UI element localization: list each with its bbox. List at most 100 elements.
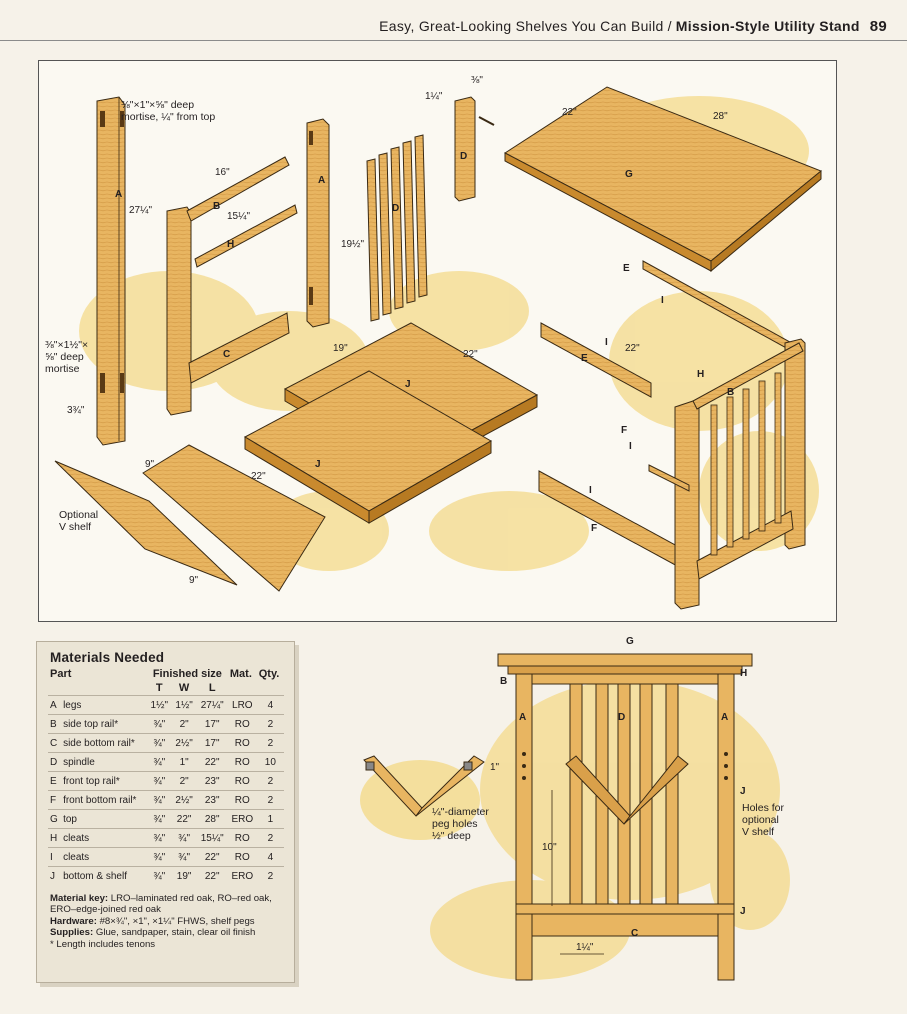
cell-l: 23"	[196, 790, 228, 810]
cell-name: cleats	[61, 828, 147, 848]
dim-9-b: 9"	[189, 575, 199, 586]
dim-22-j: 22"	[463, 349, 478, 360]
front-view-illustration: G B H A D A J J C 1" 10" 1¼" ¼"-diameter…	[330, 630, 800, 1000]
front-label-b: B	[500, 676, 508, 687]
front-label-a-left: A	[519, 712, 527, 723]
cell-l: 22"	[196, 752, 228, 772]
spindle-d-detail	[454, 96, 495, 202]
supplies-label: Supplies:	[50, 927, 94, 939]
side-frame	[166, 156, 298, 416]
cell-qty: 2	[256, 771, 284, 791]
cell-l: 15¼"	[196, 828, 228, 848]
label-e-lower: E	[581, 353, 588, 364]
dim-ten-inch: 10"	[542, 842, 557, 853]
cell-letter: D	[48, 752, 62, 772]
cell-t: ¾"	[146, 847, 172, 867]
v-shelf-section	[350, 750, 490, 860]
cell-l: 28"	[196, 809, 228, 829]
supplies-text: Glue, sandpaper, stain, clear oil finish	[95, 927, 256, 939]
cell-qty: 4	[256, 695, 284, 715]
dim-9-a: 9"	[145, 459, 155, 470]
label-h-right: H	[697, 369, 705, 380]
cell-w: 1"	[171, 752, 197, 772]
cell-w: 2½"	[171, 790, 197, 810]
material-key-text: LRO–laminated red oak, RO–red oak, ERO–e…	[50, 893, 272, 916]
cell-t: ¾"	[146, 752, 172, 772]
cell-name: spindle	[61, 752, 147, 772]
header-separator: /	[667, 18, 672, 34]
spindles-d	[366, 134, 428, 322]
col-qty: Qty.	[258, 668, 280, 680]
hardware-label: Hardware:	[50, 915, 97, 927]
cell-letter: I	[48, 847, 62, 867]
cell-t: ¾"	[146, 790, 172, 810]
running-header: Easy, Great-Looking Shelves You Can Buil…	[379, 18, 887, 35]
cell-name: bottom & shelf	[61, 866, 147, 885]
label-j-lower: J	[315, 459, 321, 470]
cell-name: front bottom rail*	[61, 790, 147, 810]
v-shelf-drawing	[360, 755, 485, 840]
cell-w: 2"	[171, 771, 197, 791]
cell-l: 22"	[196, 847, 228, 867]
cell-qty: 2	[256, 828, 284, 848]
label-d-detail: D	[460, 151, 468, 162]
label-a-left: A	[115, 189, 123, 200]
cell-l: 23"	[196, 771, 228, 791]
col-finished-size: Finished size	[152, 668, 222, 680]
cell-letter: G	[48, 809, 62, 829]
cell-t: ¾"	[146, 733, 172, 753]
cell-t: ¾"	[146, 866, 172, 885]
dim-27-1-4: 27¼"	[129, 205, 153, 216]
optional-v-shelf	[54, 444, 326, 592]
dim-3-8: ⅜"	[471, 75, 483, 86]
cell-name: legs	[61, 695, 147, 715]
material-key-label: Material key:	[50, 893, 109, 904]
cell-letter: J	[48, 866, 62, 885]
label-c: C	[223, 349, 231, 360]
cell-w: ¾"	[171, 828, 197, 848]
label-g: G	[625, 169, 633, 180]
front-view-drawing	[430, 653, 790, 981]
dim-15-1-4: 15¼"	[227, 211, 251, 222]
note-peg-holes: ¼"-diameter peg holes ½" deep	[432, 806, 489, 842]
front-label-a-right: A	[721, 712, 729, 723]
chapter-title: Mission-Style Utility Stand	[675, 18, 860, 34]
cell-mat: RO	[227, 828, 257, 848]
cell-qty: 1	[256, 809, 284, 829]
cell-letter: B	[48, 714, 62, 734]
top-panel-g	[504, 86, 822, 273]
dim-22-top: 22"	[562, 107, 577, 118]
cell-t: ¾"	[146, 809, 172, 829]
dim-19: 19"	[333, 343, 348, 354]
dim-1-1-4: 1¼"	[425, 91, 443, 102]
front-label-j-upper: J	[740, 786, 746, 797]
front-label-c: C	[631, 928, 639, 939]
cell-t: ¾"	[146, 771, 172, 791]
dim-16: 16"	[215, 167, 230, 178]
cell-w: 19"	[171, 866, 197, 885]
cell-w: 2½"	[171, 733, 197, 753]
col-mat: Mat.	[229, 668, 252, 680]
cell-t: 1½"	[146, 695, 172, 715]
cell-qty: 2	[256, 733, 284, 753]
cell-qty: 2	[256, 866, 284, 885]
footnote: * Length includes tenons	[50, 938, 156, 950]
label-e-upper: E	[623, 263, 630, 274]
cell-mat: RO	[227, 847, 257, 867]
cell-name: top	[61, 809, 147, 829]
dim-3-3-4: 3¾"	[67, 405, 85, 416]
label-f-upper: F	[621, 425, 628, 436]
dim-19-1-2: 19½"	[341, 239, 365, 250]
note-optional-v-shelf: Optional V shelf	[59, 509, 99, 533]
note-bottom-mortise: ⅜"×1½"× ⅝" deep mortise	[45, 339, 89, 375]
front-label-h: H	[740, 668, 748, 679]
cell-mat: RO	[227, 790, 257, 810]
cell-t: ¾"	[146, 714, 172, 734]
